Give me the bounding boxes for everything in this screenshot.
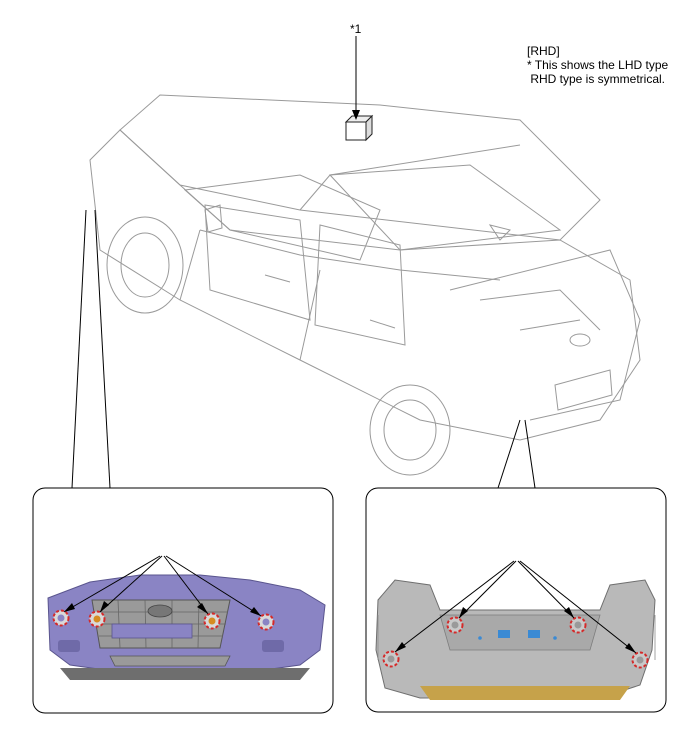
rhd-note: [RHD] * This shows the LHD type RHD type… (527, 44, 668, 86)
note-title: [RHD] (527, 44, 560, 58)
front-sensor-marker (203, 612, 221, 630)
vehicle-drawing (89, 94, 641, 476)
rear-sensor-marker (446, 616, 464, 634)
rear-sensor-marker (631, 651, 649, 669)
note-line-rhd: RHD type is symmetrical. (527, 72, 666, 86)
front-sensor-marker (257, 613, 275, 631)
note-line-lhd: * This shows the LHD type (527, 58, 669, 72)
front-leader-lines (63, 555, 262, 617)
front-box-pointer-left (71, 209, 87, 489)
leader-arrow-unit (352, 110, 360, 120)
front-bumper-detail-box (32, 487, 334, 714)
callout-unit-label: *1 (350, 22, 362, 36)
front-sensor-marker (88, 610, 106, 628)
rear-sensor-marker (569, 616, 587, 634)
rear-sensor-marker (382, 650, 400, 668)
rear-leader-lines (394, 560, 637, 654)
front-sensor-markers (52, 609, 275, 631)
rear-sensor-markers (382, 616, 649, 669)
front-box-pointer-right (94, 209, 111, 489)
rear-bumper-detail-box (365, 487, 667, 713)
roof-unit-component (344, 114, 374, 142)
rear-box-pointer-right (524, 419, 536, 489)
front-sensor-marker (52, 609, 70, 627)
rear-box-pointer-left (497, 419, 521, 489)
